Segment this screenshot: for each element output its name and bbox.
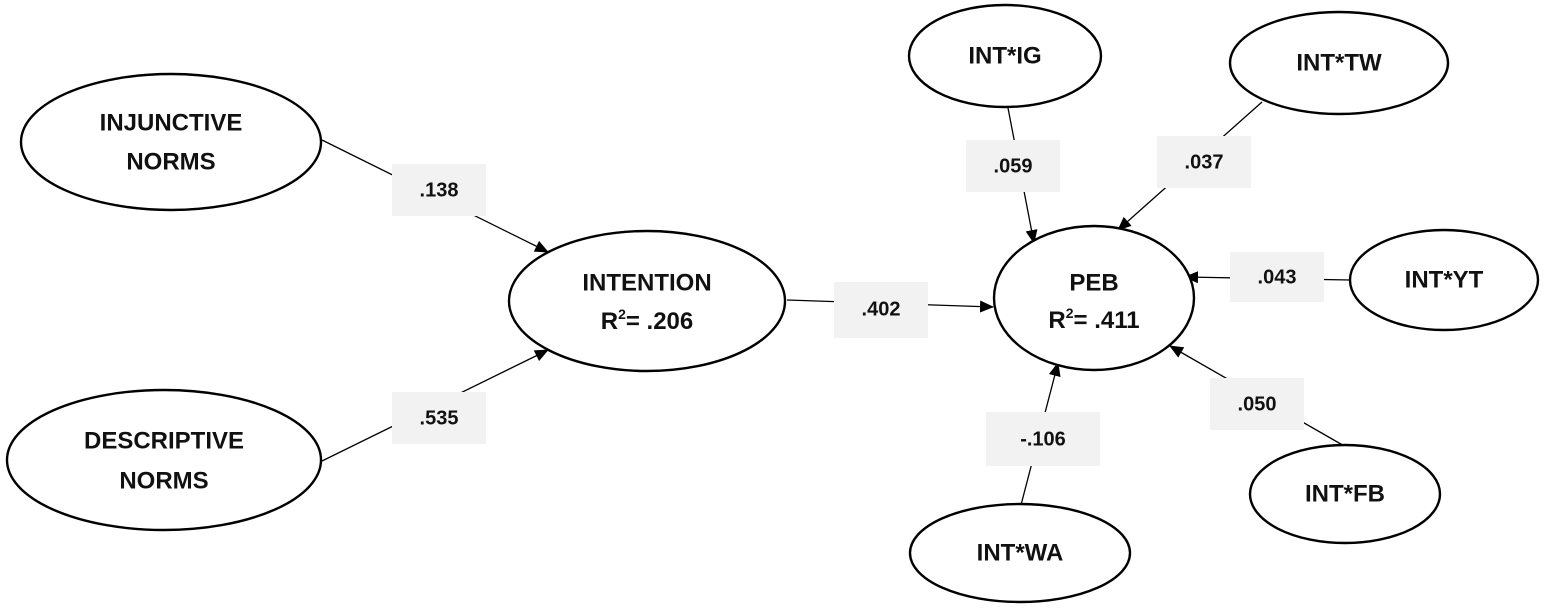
- node-label: INT*TW: [1296, 49, 1382, 76]
- node-int-wa: INT*WA: [908, 502, 1132, 604]
- node-label-line-2: NORMS: [126, 148, 215, 175]
- coefficient-label: .535: [420, 407, 459, 429]
- coefficient-label: -.106: [1020, 428, 1066, 450]
- edge-label-int-yt: .043: [1230, 252, 1324, 302]
- node-int-ig: INT*IG: [907, 3, 1103, 109]
- edge-label-int-wa: -.106: [986, 412, 1100, 466]
- node-int-tw: INT*TW: [1228, 10, 1450, 116]
- node-label-line-2: NORMS: [119, 467, 208, 494]
- edge-label-int-fb: .050: [1210, 378, 1304, 430]
- edge-label-descriptive: .535: [392, 392, 486, 444]
- coefficient-label: .050: [1238, 393, 1277, 415]
- coefficient-label: .037: [1185, 151, 1224, 173]
- node-title: PEB: [1069, 269, 1118, 296]
- node-injunctive-norms: INJUNCTIVE NORMS: [19, 72, 323, 212]
- edge-labels: .138 .535 .402 .059 .037 .043 .050 -.10: [392, 136, 1324, 466]
- node-descriptive-norms: DESCRIPTIVE NORMS: [5, 388, 323, 532]
- edge-label-intention-peb: .402: [834, 282, 928, 338]
- coefficient-label: .138: [420, 179, 459, 201]
- node-label-line-1: DESCRIPTIVE: [84, 427, 244, 454]
- node-label: INT*WA: [977, 539, 1064, 566]
- coefficient-label: .043: [1258, 266, 1297, 288]
- r-squared-label: R2= .206: [601, 306, 694, 336]
- node-int-yt: INT*YT: [1348, 228, 1540, 332]
- node-int-fb: INT*FB: [1248, 443, 1442, 545]
- edge-label-int-tw: .037: [1157, 136, 1251, 188]
- node-label: INT*YT: [1405, 266, 1484, 293]
- r-squared-label: R2= .411: [1048, 305, 1139, 335]
- edge-label-int-ig: .059: [966, 140, 1060, 192]
- node-peb: PEB R2= .411: [992, 224, 1196, 372]
- coefficient-label: .402: [862, 298, 901, 320]
- node-label: INT*FB: [1305, 480, 1385, 507]
- edge-label-injunctive: .138: [392, 164, 486, 216]
- node-label-line-1: INJUNCTIVE: [100, 109, 243, 136]
- node-title: INTENTION: [582, 269, 711, 296]
- coefficient-label: .059: [994, 155, 1033, 177]
- node-label: INT*IG: [968, 42, 1041, 69]
- node-intention: INTENTION R2= .206: [507, 229, 787, 373]
